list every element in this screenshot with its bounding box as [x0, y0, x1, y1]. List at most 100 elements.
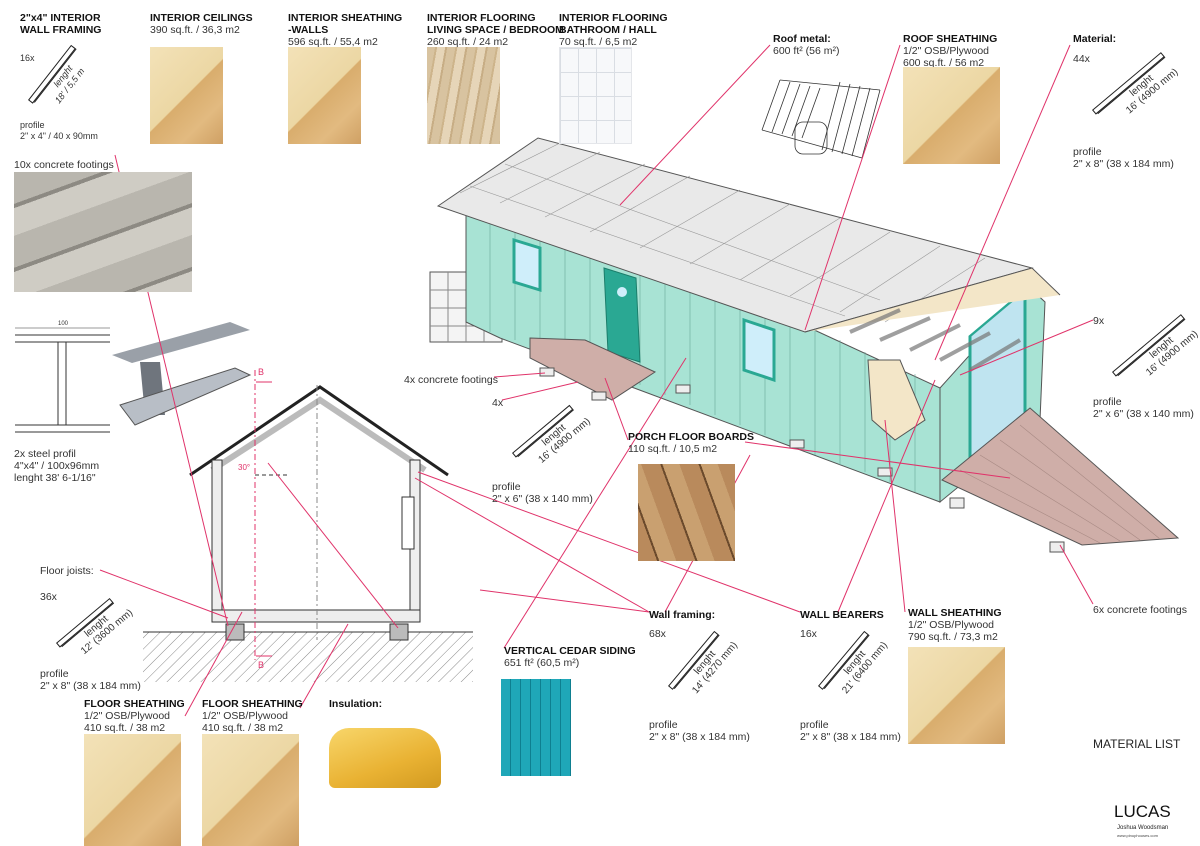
interior-wall-framing-count: 16x [20, 53, 35, 63]
area: 110 sq.ft. / 10,5 m2 [628, 443, 718, 455]
profile-label: profile [40, 668, 69, 680]
title: VERTICAL CEDAR SIDING [504, 645, 636, 657]
window [742, 317, 776, 383]
title: ROOF SHEATHING [903, 33, 998, 45]
profile-label: profile [649, 719, 678, 731]
profile-label: profile [1073, 146, 1102, 158]
porch-deck [529, 337, 657, 401]
plywood-swatch [150, 47, 223, 144]
title: INTERIOR SHEATHING [288, 12, 403, 24]
deck-count: 9x [1093, 315, 1105, 327]
line: 2x steel profil [14, 448, 76, 460]
profile-value: 2" x 8" (38 x 184 mm) [649, 731, 750, 743]
front-door [603, 267, 641, 363]
title: -WALLS [288, 24, 329, 36]
concrete-footings-label: 10x concrete footings [14, 159, 114, 171]
spec: 1/2" OSB/Plywood [903, 45, 990, 57]
count: 44x [1073, 53, 1090, 65]
porch-boards-photo [638, 464, 735, 561]
line: lenght 38' 6-1/16" [14, 472, 96, 484]
roof-metal-sketch [761, 79, 881, 159]
title: INTERIOR FLOORING [427, 12, 536, 24]
wood-floor-swatch [427, 47, 500, 144]
area: 600 sq.ft. / 56 m2 [903, 57, 985, 69]
area: 390 sq.ft. / 36,3 m2 [150, 24, 240, 36]
spec: 1/2" OSB/Plywood [202, 710, 289, 722]
author-name: Joshua Woodsman [1117, 825, 1169, 831]
plywood-swatch [908, 647, 1005, 744]
title: INTERIOR FLOORING [559, 12, 668, 24]
profile-value: 2" x 8" (38 x 184 mm) [1073, 158, 1174, 170]
line: 4"x4" / 100x96mm [14, 460, 100, 472]
side-deck [941, 407, 1180, 546]
wall-bearers-title: WALL BEARERS [800, 609, 884, 621]
steel-dimension: 100 [58, 321, 69, 327]
title: Material: [1073, 33, 1117, 45]
title-line: 2"x4" INTERIOR [20, 12, 101, 24]
floor-joists-title: Floor joists: [40, 565, 94, 577]
plywood-swatch [84, 734, 181, 846]
section-marker-top: B [258, 367, 265, 377]
wall-bearers-count: 16x [800, 628, 817, 640]
area: 410 sq.ft. / 38 m2 [84, 722, 166, 734]
wall-framing-title: Wall framing: [649, 609, 716, 621]
area: 790 sq.ft. / 73,3 m2 [908, 631, 998, 643]
title: PORCH FLOOR BOARDS [628, 431, 754, 443]
profile-label: profile [800, 719, 829, 731]
profile-value: 2" x 6" (38 x 140 mm) [1093, 408, 1194, 420]
deck-footings-label: 6x concrete footings [1093, 604, 1187, 616]
area: 596 sq.ft. / 55,4 m2 [288, 36, 378, 48]
profile-label: profile [1093, 396, 1122, 408]
insulation-title: Insulation: [329, 698, 383, 710]
area: 651 ft² (60,5 m²) [504, 657, 580, 669]
concrete-footings-photo [14, 172, 192, 292]
brand-name: LUCAS [1114, 802, 1171, 821]
title: FLOOR SHEATHING [84, 698, 185, 710]
cross-section [143, 370, 473, 682]
plywood-swatch [903, 67, 1000, 164]
cedar-siding-photo [501, 679, 571, 776]
material-list-heading: MATERIAL LIST [1093, 737, 1181, 751]
area: 600 ft² (56 m²) [773, 45, 840, 57]
title: FLOOR SHEATHING [202, 698, 303, 710]
title-line: WALL FRAMING [20, 24, 102, 36]
section-angle: 30° [238, 463, 251, 472]
profile-value: 2" x 8" (38 x 184 mm) [800, 731, 901, 743]
profile-value: 2" x 6" (38 x 140 mm) [492, 493, 593, 505]
profile-value: 2" x 8" (38 x 184 mm) [40, 680, 141, 692]
profile-label: profile [492, 481, 521, 493]
title: WALL SHEATHING [908, 607, 1002, 619]
spec: 1/2" OSB/Plywood [84, 710, 171, 722]
roof-metal: Roof metal:600 ft² (56 m²) [773, 33, 840, 57]
title: INTERIOR CEILINGS [150, 12, 253, 24]
porch-count: 4x [492, 397, 504, 409]
steel-beam-drawing [15, 322, 252, 433]
title: LIVING SPACE / BEDROOM [427, 24, 564, 36]
website: www.pinuphouses.com [1117, 833, 1158, 838]
plywood-swatch [288, 47, 361, 144]
porch-footings-label: 4x concrete footings [404, 374, 498, 386]
spec: 1/2" OSB/Plywood [908, 619, 995, 631]
title: BATHROOM / HALL [559, 24, 657, 36]
profile-label: profile [20, 120, 45, 130]
profile-value: 2" x 4" / 40 x 90mm [20, 131, 98, 141]
section-marker-bottom: B [258, 660, 265, 670]
tile-swatch [559, 47, 632, 144]
plywood-swatch [202, 734, 299, 846]
